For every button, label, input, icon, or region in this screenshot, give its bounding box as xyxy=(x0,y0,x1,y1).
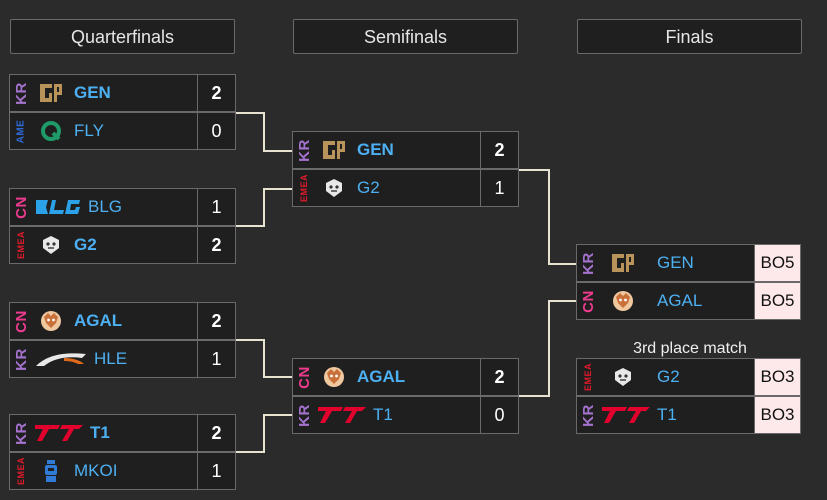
series-format-badge: BO5 xyxy=(755,282,801,320)
region-badge: KR xyxy=(295,138,313,162)
region-badge: AME xyxy=(15,119,27,143)
region-badge: CN xyxy=(12,195,30,219)
match-final[interactable]: KR GEN BO5 CN AGAL BO5 xyxy=(576,244,803,320)
series-format-badge: BO3 xyxy=(755,358,801,396)
team-score: 1 xyxy=(198,452,236,490)
series-format-badge: BO5 xyxy=(755,244,801,282)
header-semifinals: Semifinals xyxy=(293,19,518,54)
team-name: FLY xyxy=(74,121,104,140)
agal-logo-icon xyxy=(599,282,647,320)
g2-logo-icon xyxy=(32,226,70,264)
gen-logo-icon xyxy=(32,74,70,112)
team-score: 2 xyxy=(481,358,519,396)
team-row[interactable]: CN AGAL BO5 xyxy=(576,282,803,320)
header-finals: Finals xyxy=(577,19,802,54)
team-name: GEN xyxy=(74,83,111,102)
region-badge: CN xyxy=(12,309,30,333)
region-badge: CN xyxy=(579,289,597,313)
g2-logo-icon xyxy=(599,358,647,396)
team-row[interactable]: KR T1 BO3 xyxy=(576,396,803,434)
series-format-badge: BO3 xyxy=(755,396,801,434)
team-score: 2 xyxy=(481,131,519,169)
team-name: GEN xyxy=(657,253,694,272)
blg-logo-icon xyxy=(32,188,84,226)
region-badge: KR xyxy=(579,403,597,427)
team-name: BLG xyxy=(88,197,123,216)
mkoi-logo-icon xyxy=(32,452,70,490)
team-row[interactable]: EMEA MKOI 1 xyxy=(9,452,236,490)
team-name: T1 xyxy=(373,405,393,424)
team-name: AGAL xyxy=(74,311,123,330)
match-qf3[interactable]: CN AGAL 2 KR HLE 1 xyxy=(9,302,236,378)
t1-logo-icon xyxy=(32,414,86,452)
team-row[interactable]: EMEA G2 BO3 xyxy=(576,358,803,396)
team-score: 0 xyxy=(481,396,519,434)
connector-qf3-sf2 xyxy=(236,339,294,378)
match-qf2[interactable]: CN BLG 1 EMEA G2 2 xyxy=(9,188,236,264)
team-row[interactable]: CN AGAL 2 xyxy=(292,358,519,396)
gen-logo-icon xyxy=(599,244,647,282)
team-name: T1 xyxy=(90,423,110,442)
team-name: HLE xyxy=(94,349,128,368)
region-badge: EMEA xyxy=(16,230,27,260)
team-row[interactable]: KR T1 2 xyxy=(9,414,236,452)
team-row[interactable]: CN AGAL 2 xyxy=(9,302,236,340)
region-badge: EMEA xyxy=(16,456,27,486)
match-qf1[interactable]: KR GEN 2 AME FLY 0 xyxy=(9,74,236,150)
team-name: T1 xyxy=(657,405,677,424)
team-score: 2 xyxy=(198,74,236,112)
match-sf2[interactable]: CN AGAL 2 KR T1 0 xyxy=(292,358,519,434)
team-score: 1 xyxy=(481,169,519,207)
region-badge: KR xyxy=(579,251,597,275)
fly-logo-icon xyxy=(32,112,70,150)
team-score: 2 xyxy=(198,226,236,264)
match-third-place[interactable]: EMEA G2 BO3 KR T1 BO3 xyxy=(576,358,803,434)
team-name: MKOI xyxy=(74,461,118,480)
connector-qf4-sf2 xyxy=(236,414,294,453)
team-score: 0 xyxy=(198,112,236,150)
team-row[interactable]: KR GEN BO5 xyxy=(576,244,803,282)
region-badge: EMEA xyxy=(583,362,594,392)
hle-logo-icon xyxy=(32,340,90,378)
team-name: G2 xyxy=(357,178,380,197)
match-sf1[interactable]: KR GEN 2 EMEA G2 1 xyxy=(292,131,519,207)
region-badge: CN xyxy=(295,365,313,389)
gen-logo-icon xyxy=(315,131,353,169)
connector-sf1-final xyxy=(519,169,577,265)
region-badge: KR xyxy=(12,421,30,445)
g2-logo-icon xyxy=(315,169,353,207)
agal-logo-icon xyxy=(32,302,70,340)
region-badge: KR xyxy=(12,347,30,371)
team-row[interactable]: EMEA G2 1 xyxy=(292,169,519,207)
t1-logo-icon xyxy=(315,396,369,434)
team-score: 1 xyxy=(198,340,236,378)
team-name: GEN xyxy=(357,140,394,159)
region-badge: EMEA xyxy=(299,173,310,203)
team-score: 1 xyxy=(198,188,236,226)
team-name: G2 xyxy=(657,367,680,386)
team-score: 2 xyxy=(198,414,236,452)
team-name: G2 xyxy=(74,235,97,254)
connector-qf1-sf1 xyxy=(236,112,294,152)
team-row[interactable]: KR T1 0 xyxy=(292,396,519,434)
team-row[interactable]: AME FLY 0 xyxy=(9,112,236,150)
header-quarterfinals: Quarterfinals xyxy=(10,19,235,54)
team-name: AGAL xyxy=(657,291,703,310)
team-row[interactable]: EMEA G2 2 xyxy=(9,226,236,264)
region-badge: KR xyxy=(12,81,30,105)
t1-logo-icon xyxy=(599,396,653,434)
connector-qf2-sf1 xyxy=(236,188,294,227)
team-row[interactable]: CN BLG 1 xyxy=(9,188,236,226)
team-row[interactable]: KR GEN 2 xyxy=(9,74,236,112)
region-badge: KR xyxy=(295,403,313,427)
team-name: AGAL xyxy=(357,367,406,386)
connector-sf2-final xyxy=(519,300,577,397)
match-qf4[interactable]: KR T1 2 EMEA MKOI 1 xyxy=(9,414,236,490)
team-row[interactable]: KR GEN 2 xyxy=(292,131,519,169)
third-place-label: 3rd place match xyxy=(633,340,747,357)
team-score: 2 xyxy=(198,302,236,340)
team-row[interactable]: KR HLE 1 xyxy=(9,340,236,378)
agal-logo-icon xyxy=(315,358,353,396)
